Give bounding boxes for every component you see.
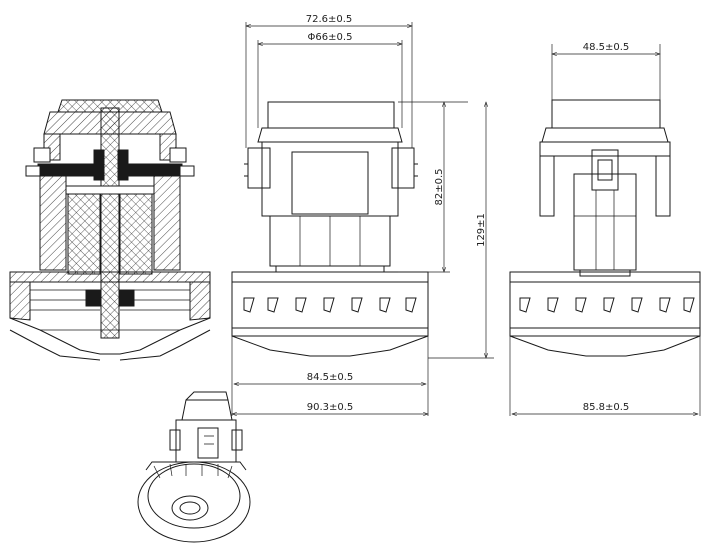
dim-height-body: 82±0.5	[434, 168, 445, 205]
side-view: 48.5±0.5 85.8±0.5	[509, 42, 701, 416]
dim-base-inner: 84.5±0.5	[307, 372, 354, 383]
isometric-view	[137, 391, 251, 543]
dim-height-total: 129±1	[476, 213, 487, 247]
dim-side-base: 85.8±0.5	[583, 402, 630, 413]
dim-top-outer: 72.6±0.5	[306, 14, 353, 25]
section-view	[9, 99, 211, 361]
dim-base-outer: 90.3±0.5	[307, 402, 354, 413]
front-view: 72.6±0.5 Φ66±0.5 82±0.5 129±1 84.5±0.5 9…	[232, 14, 494, 416]
dim-side-top: 48.5±0.5	[583, 42, 630, 53]
vent-row-side	[519, 297, 695, 313]
vent-row-front	[243, 297, 417, 313]
dim-top-inner: Φ66±0.5	[308, 32, 353, 43]
